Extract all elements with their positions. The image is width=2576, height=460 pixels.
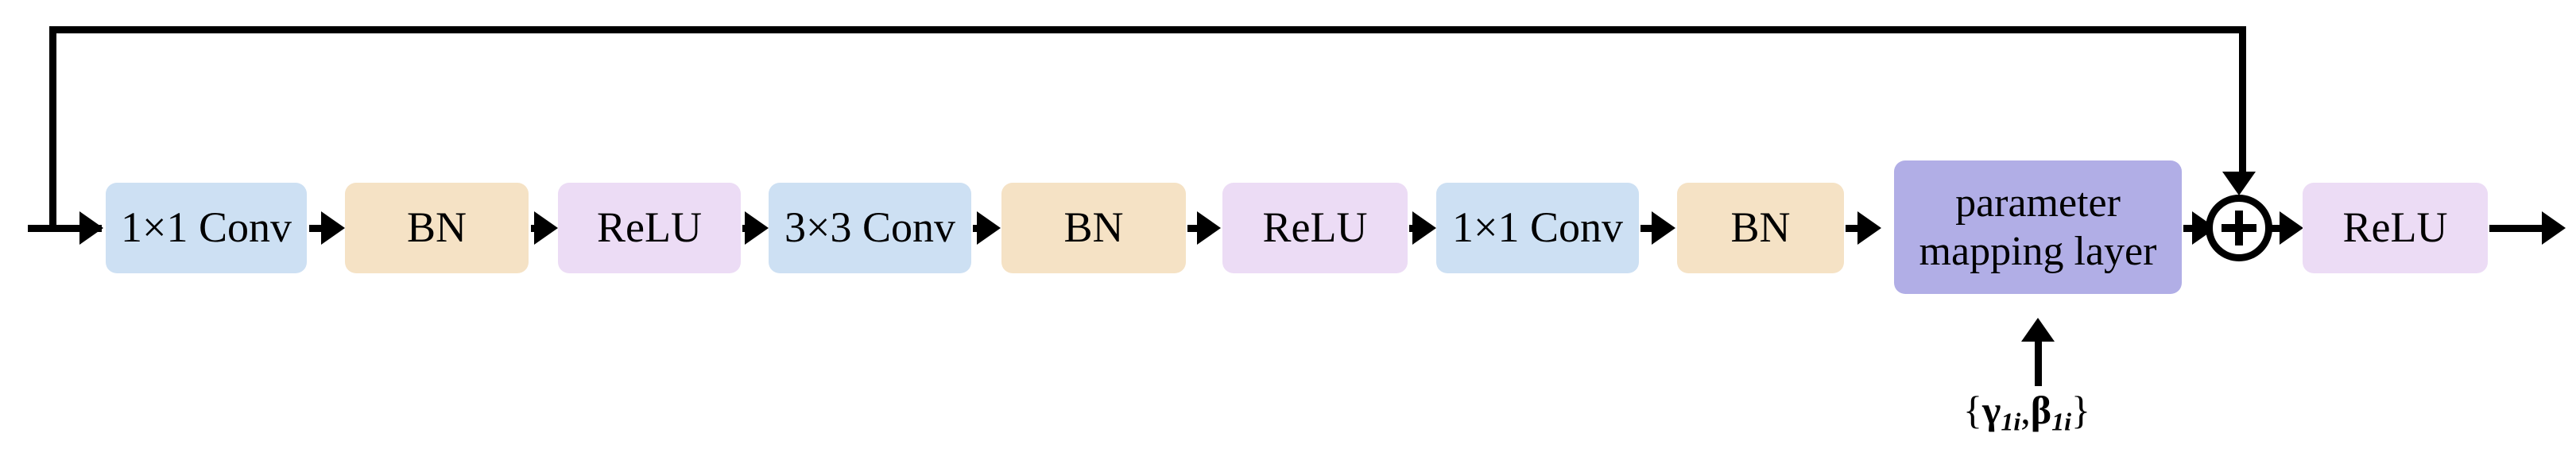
edge-conv3-bn3-line	[1641, 225, 1660, 232]
node-bn2[interactable]: BN	[1001, 183, 1186, 273]
node-conv2[interactable]: 3×3 Conv	[769, 183, 971, 273]
annotation-beta-symbol: β	[2030, 388, 2052, 432]
skip-connection-arrowhead	[2222, 172, 2256, 195]
edge-relu2-conv3-arrowhead	[1412, 211, 1436, 245]
node-parameter-mapping-layer-label: parameter mapping layer	[1919, 180, 2157, 274]
output-edge-line	[2489, 225, 2557, 232]
edge-bn2-relu2-arrowhead	[1197, 211, 1221, 245]
annotation-separator: ,	[2020, 388, 2031, 432]
annotation-gamma-symbol: γ	[1982, 388, 2001, 432]
node-relu3[interactable]: ReLU	[2303, 183, 2488, 273]
edge-conv1-bn1-arrowhead	[321, 211, 345, 245]
node-relu1-label: ReLU	[597, 203, 702, 252]
parameter-injection-arrowhead	[2021, 318, 2055, 342]
input-edge-arrowhead	[79, 211, 103, 245]
node-bn3[interactable]: BN	[1677, 183, 1844, 273]
edge-conv2-bn2-arrowhead	[977, 211, 1001, 245]
node-conv2-label: 3×3 Conv	[784, 203, 955, 252]
node-bn2-label: BN	[1063, 203, 1124, 252]
annotation-gamma-subscript: 1i	[2001, 407, 2021, 436]
parameter-injection-line	[2035, 340, 2042, 386]
node-conv1[interactable]: 1×1 Conv	[106, 183, 307, 273]
edge-bn2-relu2-line	[1187, 225, 1205, 232]
edge-conv1-bn1-line	[309, 225, 328, 232]
edge-add-relu3-arrowhead	[2280, 211, 2303, 245]
node-relu3-label: ReLU	[2342, 203, 2448, 252]
plus-icon-vertical	[2235, 211, 2243, 245]
annotation-open-brace: {	[1963, 388, 1982, 432]
node-bn1[interactable]: BN	[345, 183, 529, 273]
skip-connection-top-rail	[49, 26, 2246, 33]
node-bn3-label: BN	[1730, 203, 1791, 252]
skip-connection-right-descender	[2239, 26, 2246, 177]
edge-bn3-mapping-line	[1846, 225, 1865, 232]
node-parameter-mapping-layer[interactable]: parameter mapping layer	[1894, 160, 2182, 294]
add-node[interactable]	[2206, 195, 2272, 261]
annotation-close-brace: }	[2071, 388, 2091, 432]
edge-bn1-relu1-arrowhead	[534, 211, 558, 245]
edge-bn3-mapping-arrowhead	[1857, 211, 1881, 245]
node-conv3-label: 1×1 Conv	[1452, 203, 1623, 252]
node-relu1[interactable]: ReLU	[558, 183, 741, 273]
node-conv1-label: 1×1 Conv	[121, 203, 292, 252]
node-relu2[interactable]: ReLU	[1222, 183, 1408, 273]
parameter-annotation: {γ1i,β1i}	[1963, 387, 2090, 436]
node-conv3[interactable]: 1×1 Conv	[1436, 183, 1639, 273]
node-relu2-label: ReLU	[1262, 203, 1368, 252]
output-edge-arrowhead	[2542, 211, 2566, 245]
node-bn1-label: BN	[406, 203, 467, 252]
edge-relu1-conv2-arrowhead	[745, 211, 769, 245]
skip-connection-left-riser	[49, 26, 56, 231]
edge-conv3-bn3-arrowhead	[1652, 211, 1675, 245]
input-edge-line	[28, 225, 102, 232]
annotation-beta-subscript: 1i	[2051, 407, 2072, 436]
